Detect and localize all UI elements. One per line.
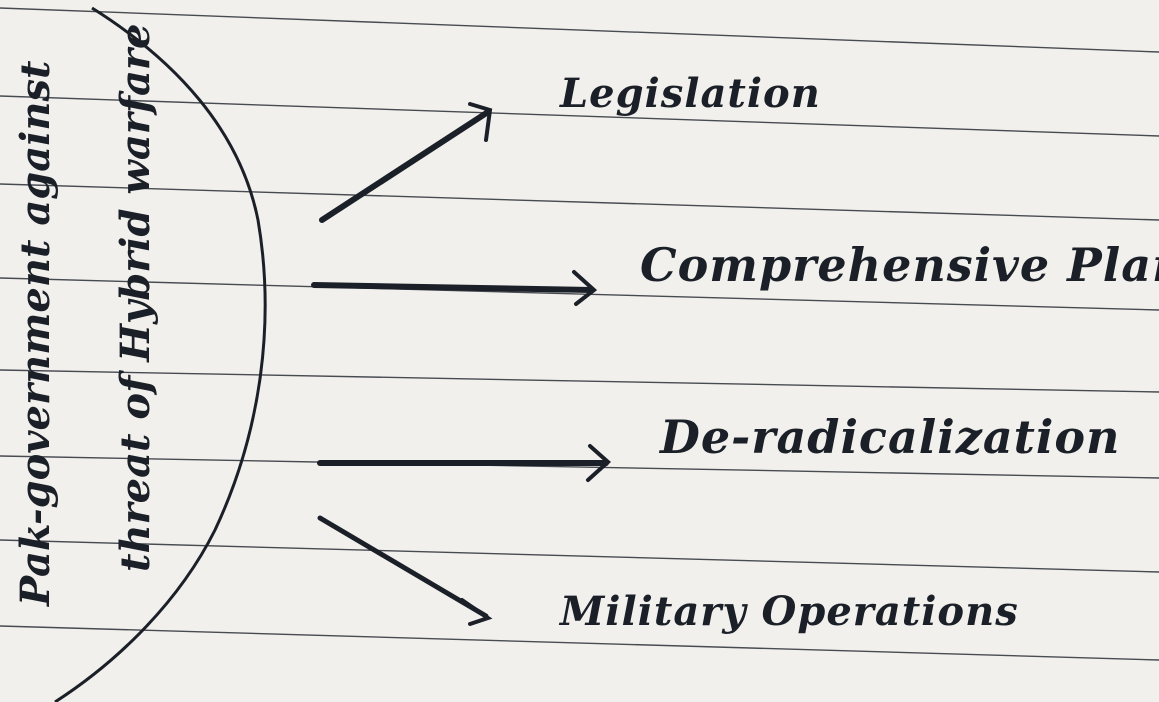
rule-line [0,455,1159,479]
branch-label-deradicalization: De-radicalization [660,410,1121,464]
branch-label-military-operations: Military Operations [560,588,1019,635]
rule-line [0,369,1159,393]
branch-label-comprehensive-plan: Comprehensive Plan [640,238,1159,292]
central-topic-line2: threat of Hybrid warfare [112,23,159,572]
branch-label-legislation: Legislation [560,70,821,117]
topic-enclosure-curve [54,6,267,702]
rule-line [0,95,1159,137]
rule-line [0,7,1159,53]
arrow-comprehensive-plan [311,282,595,293]
rule-line [0,183,1159,221]
rule-line [0,277,1159,311]
rule-line [0,539,1159,573]
rule-line [0,625,1159,661]
arrow-military-operations [317,515,489,619]
arrow-legislation [319,109,491,223]
central-topic-line1: Pak-government against [12,60,59,606]
